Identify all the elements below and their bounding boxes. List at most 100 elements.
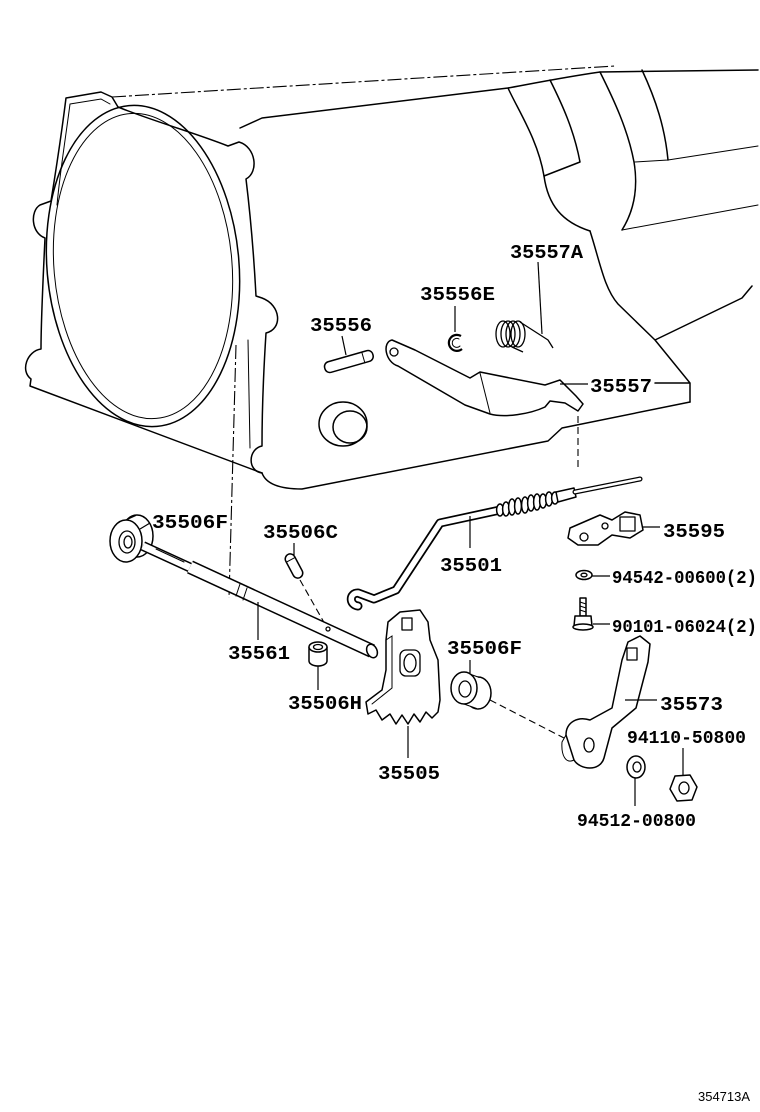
manual-shaft-35561 — [140, 541, 379, 659]
nut-body — [626, 755, 646, 779]
nut-94110-50800 — [669, 774, 698, 802]
callout-35557A: 35557A — [510, 242, 584, 264]
assembly-guide-lines — [228, 344, 579, 739]
shaft-joint — [235, 583, 248, 601]
leader-35556 — [341, 335, 347, 356]
seal-front — [109, 519, 143, 563]
bolt-threads — [579, 601, 587, 613]
callout-35556: 35556 — [310, 315, 372, 337]
detent-plate-pin-hole — [401, 617, 413, 631]
bolt-flange — [572, 623, 594, 631]
callout-leaders — [139, 261, 684, 806]
case-bottom-edge — [261, 401, 691, 490]
shaft-center-line — [228, 344, 237, 599]
bracket-clamp — [619, 516, 636, 532]
figure-id: 354713A — [698, 1089, 750, 1104]
bell-housing-right-edge — [117, 106, 279, 474]
bracket-hole — [601, 522, 609, 530]
seal-front — [450, 671, 478, 705]
bell-housing-vertical-edge — [247, 339, 251, 449]
spring-leg — [519, 321, 554, 349]
bracket-hole — [579, 532, 589, 542]
callout-35506C: 35506C — [263, 522, 338, 544]
cable-rod-fill — [348, 507, 503, 609]
shaft-pin-hole — [325, 626, 331, 632]
housing-hidden-top-line — [111, 65, 616, 98]
cable-boot — [495, 491, 560, 517]
spring-leg-short — [511, 346, 524, 353]
pin-35556 — [323, 349, 374, 374]
control-lever-35573 — [561, 635, 651, 769]
nut-94512-00800 — [626, 755, 646, 779]
callout-35556E: 35556E — [420, 284, 495, 306]
callout-90101-06024: 90101-06024(2) — [612, 618, 757, 638]
nut-bore — [632, 761, 642, 773]
boot-fold — [513, 497, 523, 515]
detent-plate-shaft-hole — [399, 649, 421, 677]
e-ring-inner — [451, 337, 461, 348]
washer-94542-00600 — [575, 569, 593, 581]
callout-94512-00800: 94512-00800 — [577, 812, 696, 832]
control-lever-body — [565, 635, 651, 769]
case-right-side — [589, 230, 753, 403]
case-top-silhouette — [239, 69, 759, 129]
detent-plate-boss — [403, 653, 417, 673]
bushing-top — [308, 641, 328, 653]
seal-lip — [118, 530, 136, 554]
detent-plate-body — [365, 609, 441, 725]
callout-labels: 35557A 35556E 35556 35557 35506F 35506C … — [152, 242, 757, 832]
detent-plate-35505 — [365, 609, 441, 725]
seal-bore — [123, 535, 133, 549]
leader-35506F-left — [139, 522, 151, 530]
case-rib-4 — [641, 69, 669, 161]
pin-body — [284, 553, 304, 579]
callout-35501: 35501 — [440, 555, 502, 577]
bushing-35506H — [308, 641, 328, 667]
callout-35506F-right: 35506F — [447, 638, 522, 660]
bushing-bore — [312, 643, 324, 651]
seal-bore — [458, 680, 472, 698]
pin-guide-line — [299, 579, 327, 627]
bolt-90101-06024 — [572, 597, 594, 631]
transmission-housing — [24, 65, 759, 490]
pin-collar — [361, 351, 366, 364]
case-rib-2 — [543, 79, 581, 177]
hex-nut-bore — [678, 781, 690, 795]
spring-coil — [510, 320, 526, 348]
case-plug-inner — [332, 410, 368, 444]
shaft-thin-fill — [141, 542, 193, 572]
seal-bracket-guide-line — [489, 699, 565, 739]
cable-bracket-35595 — [567, 511, 644, 546]
cable-sheath-end — [555, 487, 577, 503]
shaft-flat — [155, 548, 185, 563]
torsion-spring-35557A — [495, 320, 554, 353]
callout-94542-00600: 94542-00600(2) — [612, 569, 757, 589]
oil-seal-35506F-left — [109, 514, 154, 563]
detent-plate-edge — [371, 635, 393, 705]
cable-wire-fill — [573, 477, 642, 494]
bell-housing-left-edge — [24, 91, 263, 474]
callout-35505: 35505 — [378, 763, 440, 785]
callout-35506F-left: 35506F — [152, 512, 228, 534]
case-rib-3 — [599, 71, 637, 231]
control-lever-round-hole — [583, 737, 595, 753]
washer-inner — [580, 572, 588, 578]
pin-35506C — [284, 553, 304, 579]
bell-housing-opening-outer — [45, 104, 241, 428]
bell-housing-opening-inner — [52, 112, 234, 420]
callout-35506H: 35506H — [288, 693, 362, 715]
bell-housing-rim-line — [56, 98, 111, 206]
callout-94110-50800: 94110-50800 — [627, 729, 746, 749]
washer-outer — [575, 569, 593, 581]
leader-35557A — [537, 261, 543, 335]
shaft-main-fill — [187, 562, 375, 656]
lever-hole — [389, 347, 399, 357]
shaft-end — [365, 643, 379, 659]
callout-35573: 35573 — [660, 694, 723, 716]
pin-chamfer — [285, 556, 296, 563]
case-rib-1 — [507, 87, 591, 232]
control-lever-square-hole — [626, 647, 638, 661]
callout-35595: 35595 — [663, 521, 725, 543]
callout-35561: 35561 — [228, 643, 290, 665]
